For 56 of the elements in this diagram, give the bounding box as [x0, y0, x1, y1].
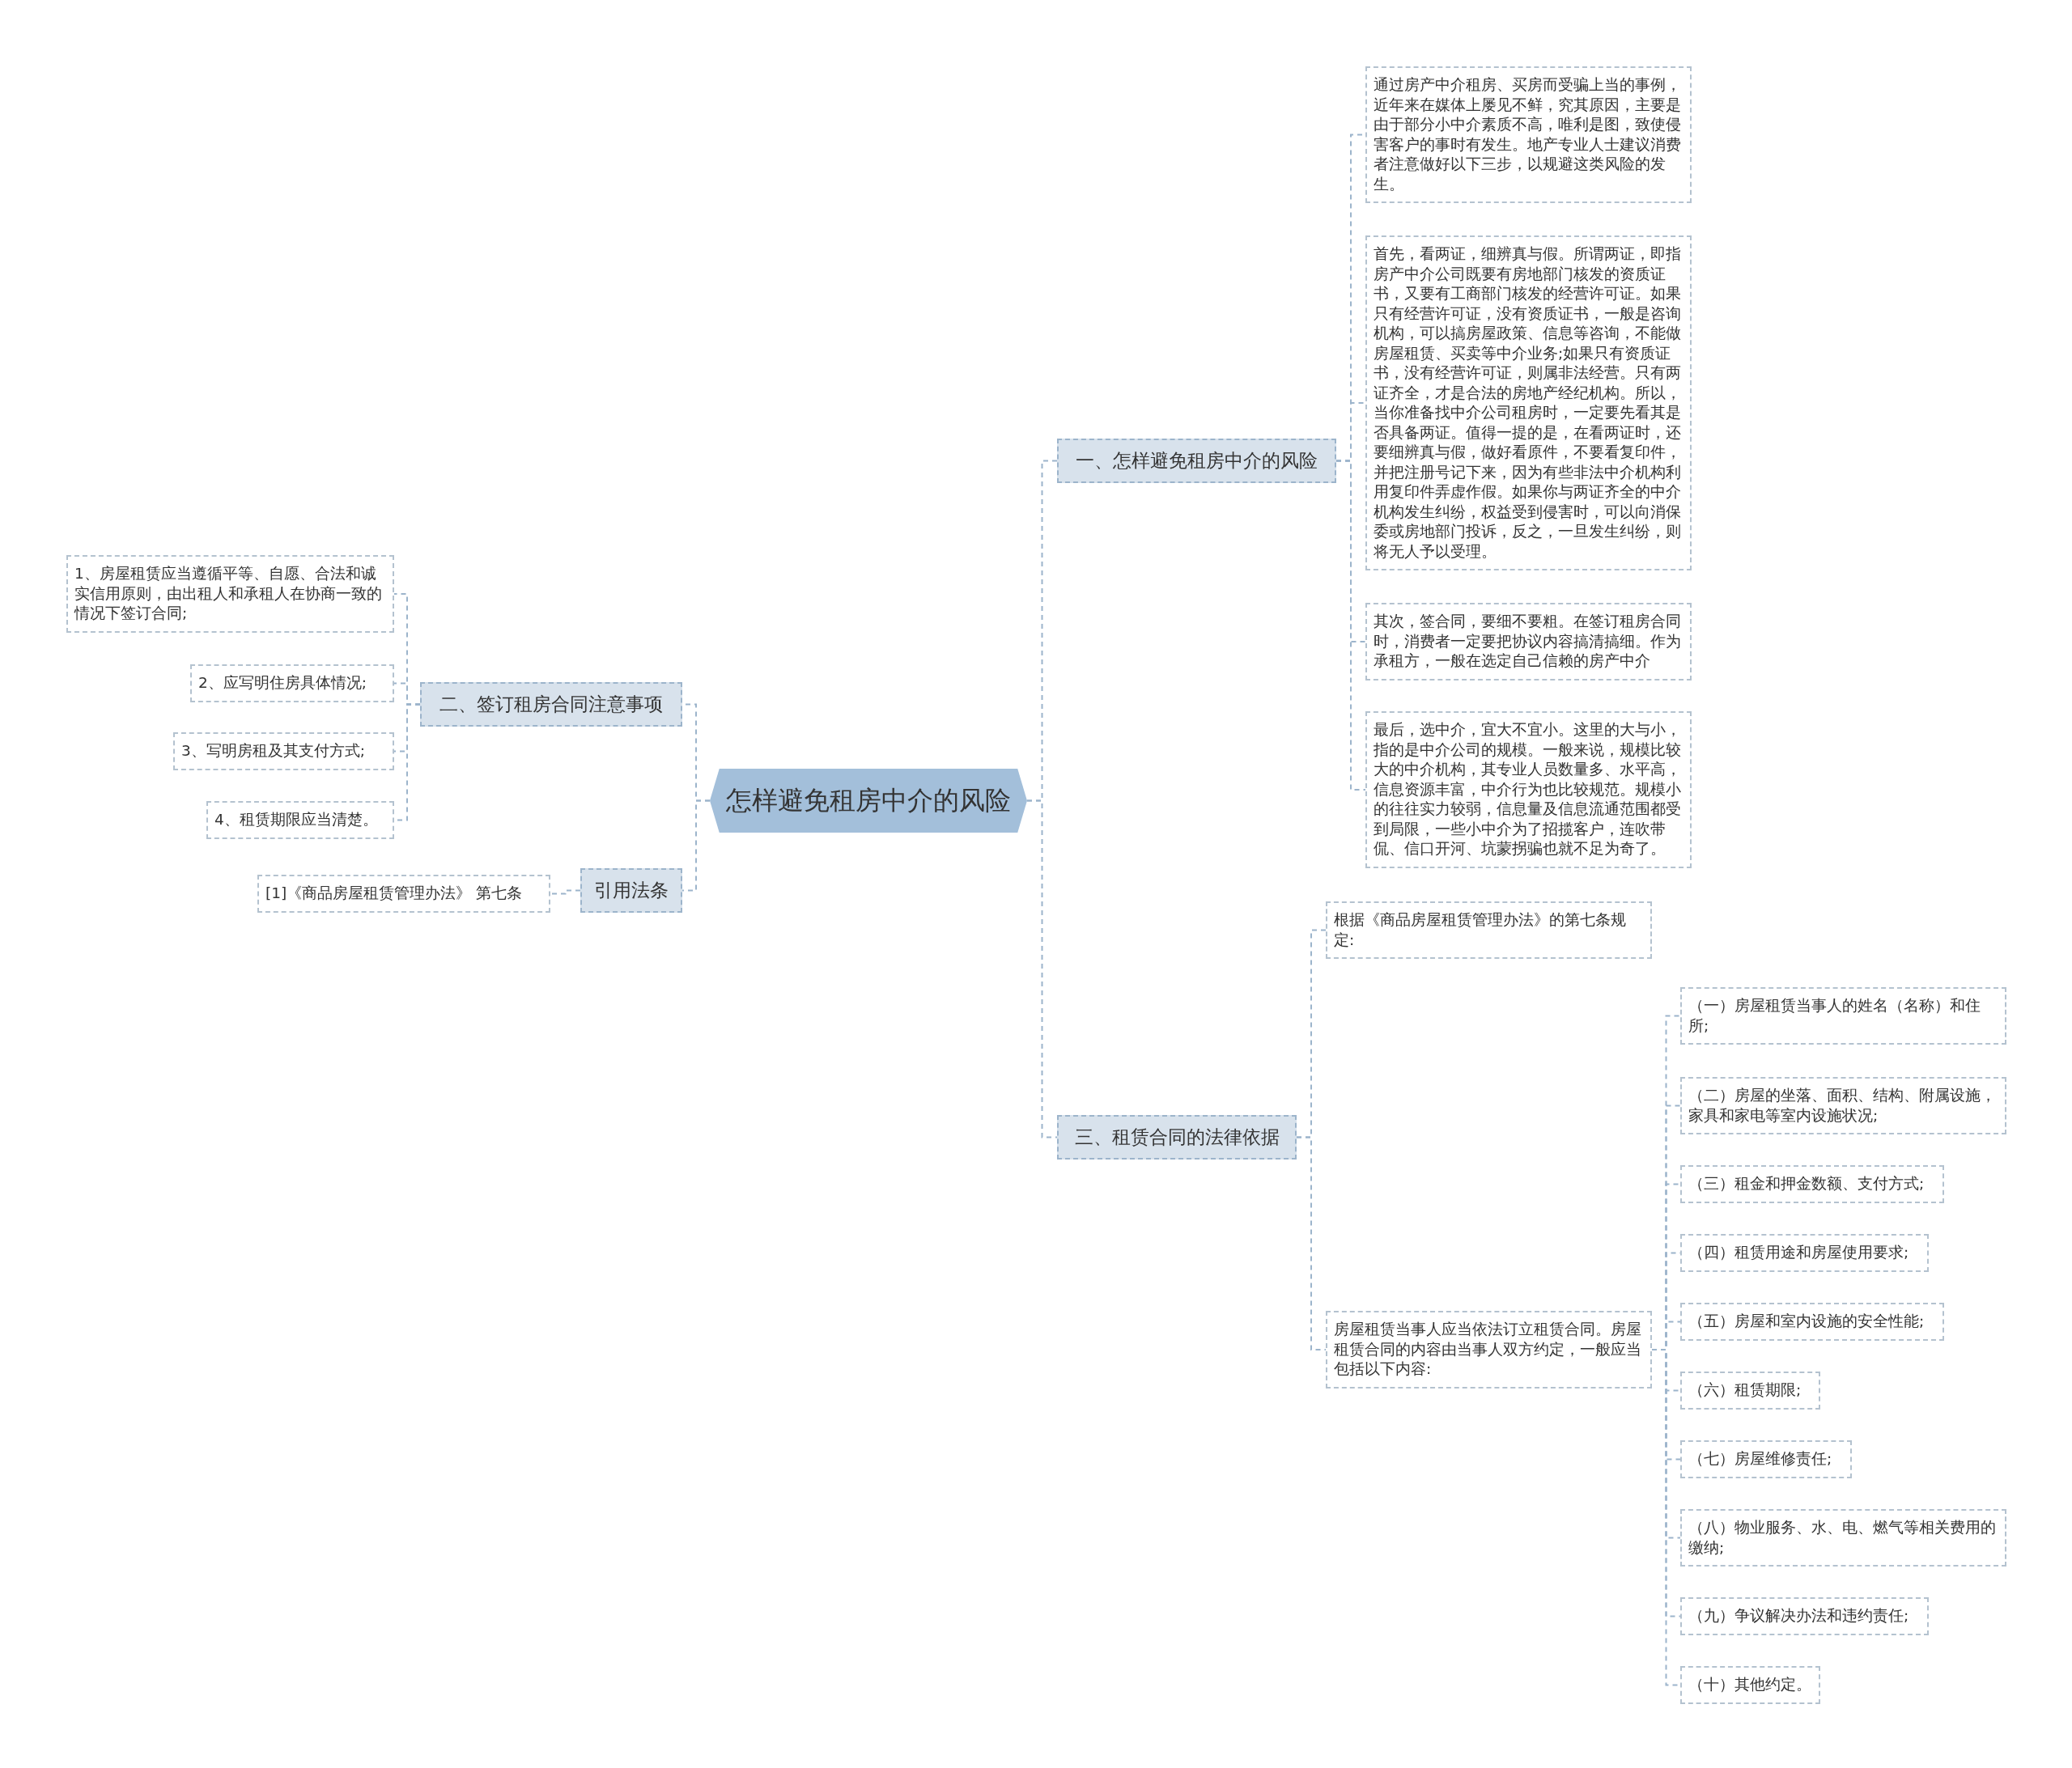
note-box	[1680, 1234, 1929, 1272]
note-box	[1680, 1165, 1944, 1203]
note-box	[190, 664, 394, 702]
note-text: （一）房屋租赁当事人的姓名（名称）和住所;	[1688, 996, 1981, 1036]
note-text: 房屋租赁当事人应当依法订立租赁合同。房屋租赁合同的内容由当事人双方约定，一般应当包括以下内容:	[1334, 1320, 1642, 1379]
note-box	[206, 801, 394, 839]
note-text: （七）房屋维修责任;	[1688, 1449, 1832, 1469]
topic-title: 怎样避免租房中介的风险	[726, 783, 1011, 817]
note-box	[1326, 1311, 1652, 1389]
note-text: [1]《商品房屋租赁管理办法》 第七条	[265, 884, 523, 903]
note-text: 首先，看两证，细辨真与假。所谓两证，即指房产中介公司既要有房地部门核发的资质证书，又要有工商部门核发的经营许可证。如果只有经营许可证，没有资质证书，一般是咨询机构，可以搞房屋政策、信息等咨询，不能做房屋租赁、买卖等中介业务;如果只有资质证书，没有经营许可证，则属非法经营。只有两证齐全，才是合法的房地产经纪机构。所以，当你准备找中介公司租房时，一定要先看其是否具备两证。值得一提的是，在看两证时，还要细辨真与假，做好看原件，不要看复印件，并把注册号记下来，因为有些非法中介机构利用复印件弄虚作假。如果你与两证齐全的中介机构发生纠纷，权益受到侵害时，可以向消保委或房地部门投诉，反之，一旦发生纠纷，则将无人予以受理。	[1374, 244, 1682, 562]
note-box	[1680, 1509, 2006, 1567]
note-box	[1365, 711, 1692, 868]
note-text: 1、房屋租赁应当遵循平等、自愿、合法和诚实信用原则，由出租人和承租人在协商一致的情况下签订合同;	[74, 564, 383, 623]
connector-line	[681, 799, 711, 892]
note-box	[1680, 1440, 1852, 1478]
connector-line	[1026, 799, 1058, 1138]
note-text: （八）物业服务、水、电、燃气等相关费用的缴纳;	[1688, 1518, 1997, 1558]
note-box	[1680, 1303, 1944, 1341]
note-box	[1680, 1597, 1929, 1635]
subtopic-text: 引用法条	[594, 879, 669, 902]
note-box	[1365, 603, 1692, 680]
note-box	[1326, 901, 1652, 959]
hexagon-topic	[710, 769, 1027, 833]
subtopic-box	[1057, 439, 1336, 483]
subtopic-box	[1057, 1115, 1297, 1160]
note-text: 最后，选中介，宜大不宜小。这里的大与小，指的是中介公司的规模。一般来说，规模比较大的中介机构，其专业人员数量多、水平高，信息资源丰富，中介行为也比较规范。规模小的往往实力较弱，信息量及信息流通范围都受到局限，一些小中介为了招揽客户，连吹带侃、信口开河、坑蒙拐骗也就不足为奇了。	[1374, 720, 1682, 859]
note-box	[257, 875, 550, 913]
note-text: （三）租金和押金数额、支付方式;	[1688, 1174, 1925, 1194]
subtopic-text: 一、怎样避免租房中介的风险	[1076, 449, 1318, 473]
note-box	[66, 555, 394, 633]
note-text: 3、写明房租及其支付方式;	[181, 741, 365, 761]
note-box	[173, 732, 394, 770]
note-text: （十）其他约定。	[1688, 1675, 1811, 1694]
note-text: 4、租赁期限应当清楚。	[214, 810, 378, 829]
note-box	[1680, 1077, 2006, 1134]
note-text: 根据《商品房屋租赁管理办法》的第七条规定:	[1334, 910, 1627, 950]
subtopic-box	[580, 868, 682, 913]
note-text: 2、应写明住房具体情况;	[198, 673, 367, 693]
note-box	[1680, 1666, 1820, 1704]
note-box	[1680, 1372, 1820, 1410]
connector-line	[550, 889, 581, 895]
note-text: （四）租赁用途和房屋使用要求;	[1688, 1243, 1909, 1262]
note-text: （二）房屋的坐落、面积、结构、附属设施，家具和家电等室内设施状况;	[1688, 1086, 1997, 1126]
note-text: 通过房产中介租房、买房而受骗上当的事例，近年来在媒体上屡见不鲜，究其原因，主要是由于部分小中介素质不高，唯利是图，致使侵害客户的事时有发生。地产专业人士建议消费者注意做好以下三步，以规避这类风险的发生。	[1374, 75, 1682, 194]
subtopic-box	[420, 682, 682, 727]
subtopic-text: 二、签订租房合同注意事项	[439, 693, 663, 716]
note-box	[1365, 66, 1692, 203]
note-text: （六）租赁期限;	[1688, 1380, 1802, 1400]
note-text: 其次，签合同，要细不要粗。在签订租房合同时，消费者一定要把协议内容搞清搞细。作为承租方，一般在选定自己信赖的房产中介	[1374, 612, 1682, 671]
connector-line	[1296, 1136, 1327, 1350]
note-box	[1680, 987, 2006, 1045]
note-text: （五）房屋和室内设施的安全性能;	[1688, 1312, 1925, 1331]
subtopic-text: 三、租赁合同的法律依据	[1074, 1126, 1280, 1149]
connector-line	[1335, 460, 1366, 791]
note-text: （九）争议解决办法和违约责任;	[1688, 1606, 1909, 1626]
